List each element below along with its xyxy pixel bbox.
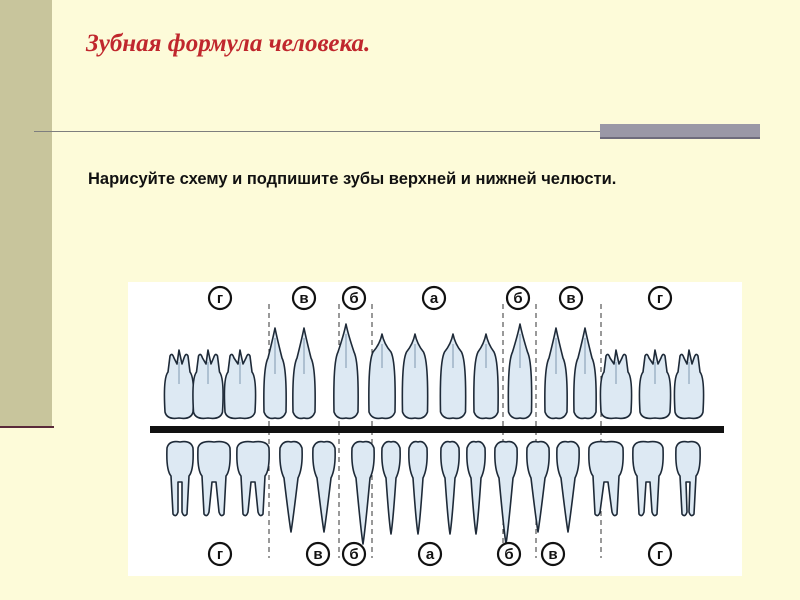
group-label-letter: в [313, 546, 322, 563]
jaw-separator-bar [150, 426, 724, 433]
divider-accent-bar [600, 124, 760, 139]
group-label-letter: в [566, 290, 575, 307]
lower-tooth [588, 440, 624, 517]
group-label-letter: а [426, 546, 435, 563]
lower-tooth [440, 440, 460, 535]
group-label-circle [540, 541, 566, 567]
lower-tooth [197, 440, 231, 517]
dental-formula-diagram: г в б а б в г г в б а б в г [128, 282, 742, 576]
upper-tooth [673, 349, 705, 420]
teeth-diagram-svg: г в б а б в г г в б а б в г [150, 285, 724, 567]
lower-tooth [556, 440, 580, 533]
lower-tooth [466, 440, 486, 535]
group-label-letter: б [504, 546, 513, 563]
group-label-letter: а [430, 290, 439, 307]
upper-jaw-teeth [163, 323, 705, 420]
lower-tooth [526, 440, 550, 533]
lower-tooth [632, 440, 664, 517]
group-label-circle [421, 285, 447, 311]
lower-tooth [675, 440, 701, 517]
group-label-circle [207, 285, 233, 311]
group-label-letter: в [299, 290, 308, 307]
group-label-circle [558, 285, 584, 311]
group-label-letter: г [657, 546, 663, 563]
group-label-letter: в [548, 546, 557, 563]
lower-tooth [279, 440, 303, 533]
lower-tooth [494, 440, 518, 545]
group-label-circle [647, 285, 673, 311]
upper-tooth [192, 349, 224, 420]
group-label-letter: б [349, 290, 358, 307]
group-label-letter: г [217, 290, 223, 307]
upper-tooth [333, 323, 359, 420]
group-label-circle [341, 541, 367, 567]
group-label-letter: г [217, 546, 223, 563]
lower-tooth [166, 440, 194, 517]
upper-tooth [368, 333, 396, 420]
lower-tooth [381, 440, 401, 535]
upper-tooth [507, 323, 533, 420]
slide-title: Зубная формула человека. [86, 30, 371, 57]
group-label-circle [341, 285, 367, 311]
group-label-circle [496, 541, 522, 567]
lower-jaw-teeth [166, 440, 701, 545]
group-label-circle [291, 285, 317, 311]
lower-tooth [312, 440, 336, 533]
instruction-text: Нарисуйте схему и подпишите зубы верхней… [88, 170, 617, 188]
upper-tooth [439, 333, 467, 420]
upper-tooth [638, 349, 672, 420]
group-label-circle [417, 541, 443, 567]
upper-tooth [401, 333, 429, 420]
group-label-letter: б [513, 290, 522, 307]
lower-tooth [236, 440, 270, 517]
upper-tooth [599, 349, 633, 420]
group-label-circle [207, 541, 233, 567]
group-label-circle [305, 541, 331, 567]
upper-tooth [163, 349, 195, 420]
upper-tooth [223, 349, 257, 420]
upper-tooth [473, 333, 499, 420]
lower-tooth [351, 440, 375, 545]
divider-line [34, 131, 600, 132]
left-sidebar-band [0, 0, 52, 428]
group-label-letter: г [657, 290, 663, 307]
lower-tooth [408, 440, 428, 535]
sidebar-bottom-edge [0, 426, 54, 428]
group-label-circle [505, 285, 531, 311]
group-label-letter: б [349, 546, 358, 563]
group-label-circle [647, 541, 673, 567]
